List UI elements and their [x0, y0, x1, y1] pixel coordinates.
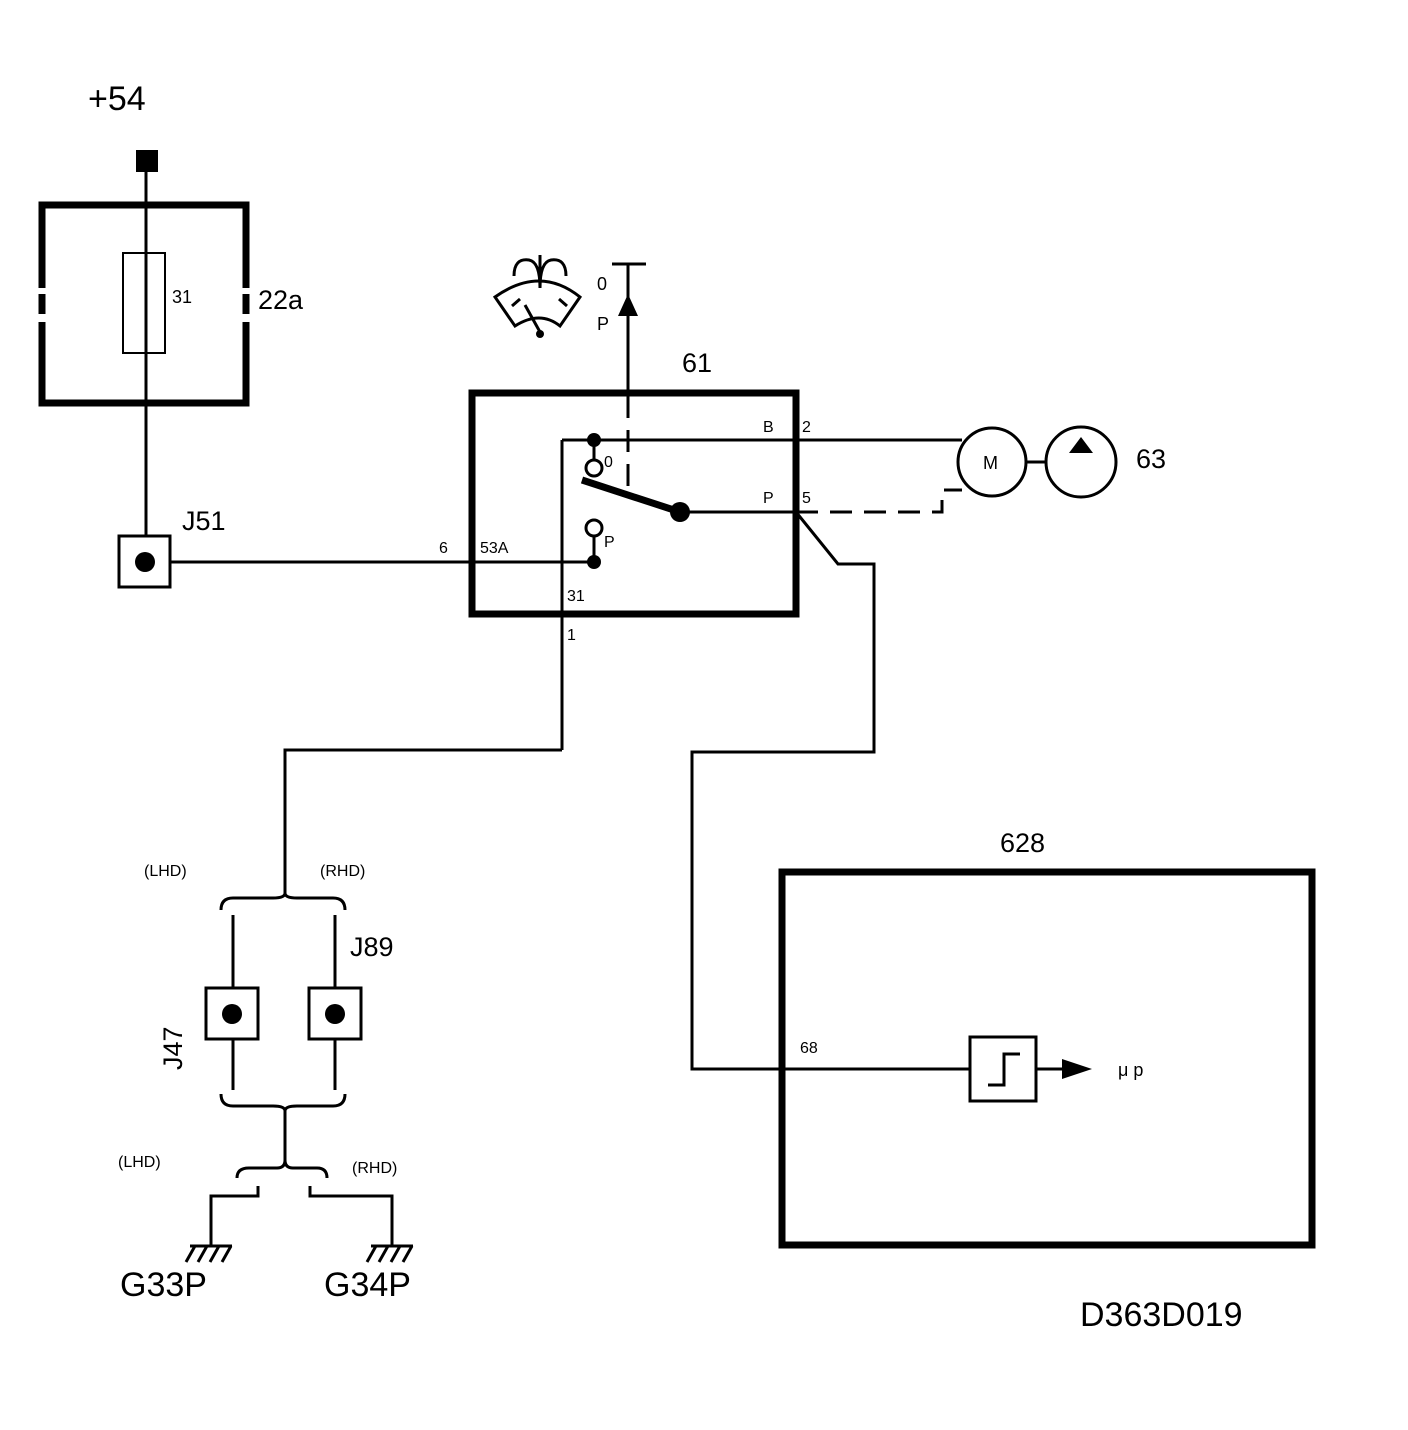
svg-text:6: 6 — [439, 540, 448, 557]
connector-j51 — [117, 534, 172, 589]
wiper-pos-0: 0 — [597, 274, 607, 294]
svg-text:2: 2 — [802, 419, 811, 436]
svg-text:1: 1 — [567, 627, 576, 644]
svg-text:(RHD): (RHD) — [320, 863, 365, 880]
svg-text:(LHD): (LHD) — [144, 863, 187, 880]
switch-lever — [580, 476, 682, 516]
switch-arrow — [618, 294, 638, 316]
fuse-box-22a — [38, 201, 250, 407]
module-output-label: μ p — [1118, 1060, 1143, 1080]
harness-bracket-upper — [219, 892, 347, 911]
fuse-31 — [122, 252, 166, 354]
svg-text:P: P — [763, 490, 774, 507]
switch-61-label: 61 — [682, 348, 712, 378]
svg-text:5: 5 — [802, 490, 811, 507]
contact-0 — [584, 458, 604, 478]
connector-j51-pin — [135, 552, 155, 572]
svg-text:B: B — [763, 419, 774, 436]
wiper-pos-p: P — [597, 314, 609, 334]
contact-53a-dot — [587, 555, 601, 569]
module-628-box — [778, 868, 1316, 1249]
pump-icon — [1044, 425, 1118, 499]
fuse-box-label: 22a — [258, 285, 304, 315]
pump-label: 63 — [1136, 444, 1166, 474]
output-arrow — [1062, 1059, 1092, 1079]
fuse-number: 31 — [172, 287, 192, 307]
svg-text:68: 68 — [800, 1040, 818, 1057]
svg-text:53A: 53A — [480, 540, 509, 557]
svg-text:P: P — [604, 534, 615, 551]
ground-g33p: G33P — [120, 1266, 207, 1304]
harness-bracket-lower — [219, 1093, 347, 1112]
supply-label: +54 — [88, 80, 146, 118]
module-628-label: 628 — [1000, 828, 1045, 858]
supply-terminal — [136, 150, 158, 172]
switch-61-box — [468, 389, 800, 618]
ground-icon — [184, 1244, 233, 1263]
connector-j51-label: J51 — [182, 506, 226, 536]
wiper-icon — [492, 255, 583, 338]
contact-p — [584, 518, 604, 538]
motor-symbol: M — [983, 453, 998, 473]
ground-g34p: G34P — [324, 1266, 411, 1304]
svg-text:31: 31 — [567, 588, 585, 605]
connector-j89-label: J89 — [350, 932, 394, 962]
svg-text:(RHD): (RHD) — [352, 1160, 397, 1177]
svg-text:0: 0 — [604, 454, 613, 471]
ground-icon — [365, 1244, 414, 1263]
svg-text:(LHD): (LHD) — [118, 1154, 161, 1171]
connector-j47-label: J47 — [158, 1026, 188, 1070]
drawing-id: D363D019 — [1080, 1296, 1243, 1334]
